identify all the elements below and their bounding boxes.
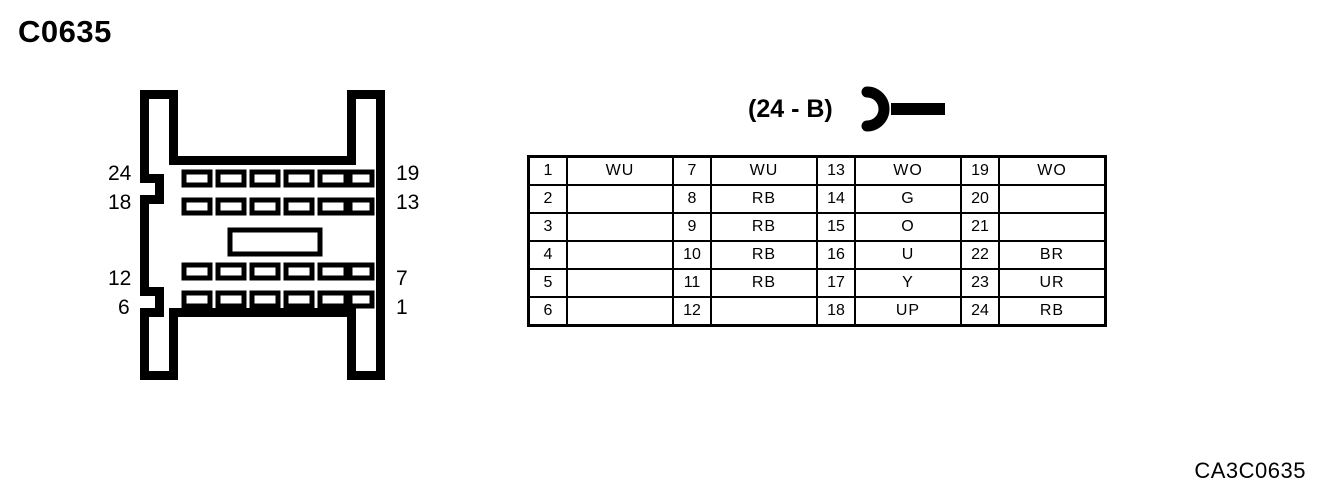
connector-type-label: (24 - B) bbox=[748, 94, 833, 123]
wire-code-cell: WO bbox=[998, 155, 1107, 186]
pin-number-cell: 20 bbox=[960, 184, 1000, 214]
pin-number-cell: 24 bbox=[960, 296, 1000, 327]
wire-code-cell bbox=[566, 296, 674, 327]
wire-code-cell: RB bbox=[710, 184, 818, 214]
table-row: 4 10 RB 16 U 22 BR bbox=[527, 240, 1107, 270]
wire-code-cell: RB bbox=[710, 212, 818, 242]
connector-type-group: (24 - B) bbox=[748, 86, 949, 132]
pin-number-cell: 6 bbox=[527, 296, 568, 327]
pin-label-left-18: 18 bbox=[108, 191, 132, 214]
wire-code-cell: O bbox=[854, 212, 962, 242]
pin-assignment-table: 1 WU 7 WU 13 WO 19 WO 2 8 RB 14 G 20 3 bbox=[527, 155, 1107, 327]
pin-number-cell: 23 bbox=[960, 268, 1000, 298]
pin-label-right-13: 13 bbox=[396, 191, 420, 214]
male-pin-connector-symbol bbox=[861, 86, 945, 132]
table-row: 3 9 RB 15 O 21 bbox=[527, 212, 1107, 242]
wire-code-cell bbox=[566, 268, 674, 298]
pin-label-left-12: 12 bbox=[108, 267, 132, 290]
pin-label-left-24: 24 bbox=[108, 162, 132, 185]
pin-table-container: 1 WU 7 WU 13 WO 19 WO 2 8 RB 14 G 20 3 bbox=[527, 155, 1107, 327]
connector-outline-shape bbox=[143, 90, 379, 380]
pin-number-cell: 14 bbox=[816, 184, 856, 214]
table-row: 2 8 RB 14 G 20 bbox=[527, 184, 1107, 214]
wire-code-cell: BR bbox=[998, 240, 1107, 270]
pin-number-cell: 4 bbox=[527, 240, 568, 270]
page-title: C0635 bbox=[18, 14, 112, 49]
wire-code-cell: RB bbox=[710, 240, 818, 270]
footer-reference-code: CA3C0635 bbox=[1194, 458, 1306, 483]
pin-number-cell: 2 bbox=[527, 184, 568, 214]
pin-label-right-1: 1 bbox=[396, 296, 408, 319]
pin-label-right-19: 19 bbox=[396, 162, 420, 185]
pin-number-cell: 9 bbox=[672, 212, 712, 242]
wire-code-cell bbox=[998, 184, 1107, 214]
wire-code-cell bbox=[566, 240, 674, 270]
wire-code-cell: WO bbox=[854, 155, 962, 186]
wire-code-cell: RB bbox=[998, 296, 1107, 327]
wire-code-cell: WU bbox=[566, 155, 674, 186]
wire-code-cell bbox=[566, 184, 674, 214]
pin-number-cell: 1 bbox=[527, 155, 568, 186]
pin-number-cell: 7 bbox=[672, 155, 712, 186]
pin-number-cell: 13 bbox=[816, 155, 856, 186]
pin-number-cell: 10 bbox=[672, 240, 712, 270]
pin-label-right-7: 7 bbox=[396, 267, 408, 290]
pin-number-cell: 21 bbox=[960, 212, 1000, 242]
pin-number-cell: 15 bbox=[816, 212, 856, 242]
table-row: 6 12 18 UP 24 RB bbox=[527, 296, 1107, 327]
wire-code-cell: U bbox=[854, 240, 962, 270]
pin-number-cell: 11 bbox=[672, 268, 712, 298]
connector-keying-slot bbox=[227, 227, 323, 257]
wire-code-cell bbox=[998, 212, 1107, 242]
wire-code-cell: WU bbox=[710, 155, 818, 186]
wire-code-cell: RB bbox=[710, 268, 818, 298]
pin-number-cell: 8 bbox=[672, 184, 712, 214]
pin-number-cell: 12 bbox=[672, 296, 712, 327]
wire-code-cell: Y bbox=[854, 268, 962, 298]
pin-number-cell: 18 bbox=[816, 296, 856, 327]
table-row: 1 WU 7 WU 13 WO 19 WO bbox=[527, 155, 1107, 186]
wire-code-cell bbox=[566, 212, 674, 242]
pin-number-cell: 17 bbox=[816, 268, 856, 298]
pin-number-cell: 16 bbox=[816, 240, 856, 270]
pin-number-cell: 19 bbox=[960, 155, 1000, 186]
connector-body-strokes bbox=[140, 90, 385, 380]
wire-code-cell: G bbox=[854, 184, 962, 214]
wire-code-cell bbox=[710, 296, 818, 327]
pin-table-body: 1 WU 7 WU 13 WO 19 WO 2 8 RB 14 G 20 3 bbox=[527, 155, 1107, 327]
pin-slot-grid bbox=[181, 169, 375, 309]
connector-diagram bbox=[100, 80, 450, 390]
wire-code-cell: UP bbox=[854, 296, 962, 327]
wire-code-cell: UR bbox=[998, 268, 1107, 298]
pin-number-cell: 5 bbox=[527, 268, 568, 298]
table-row: 5 11 RB 17 Y 23 UR bbox=[527, 268, 1107, 298]
pin-label-left-6: 6 bbox=[118, 296, 130, 319]
pin-number-cell: 3 bbox=[527, 212, 568, 242]
pin-number-cell: 22 bbox=[960, 240, 1000, 270]
